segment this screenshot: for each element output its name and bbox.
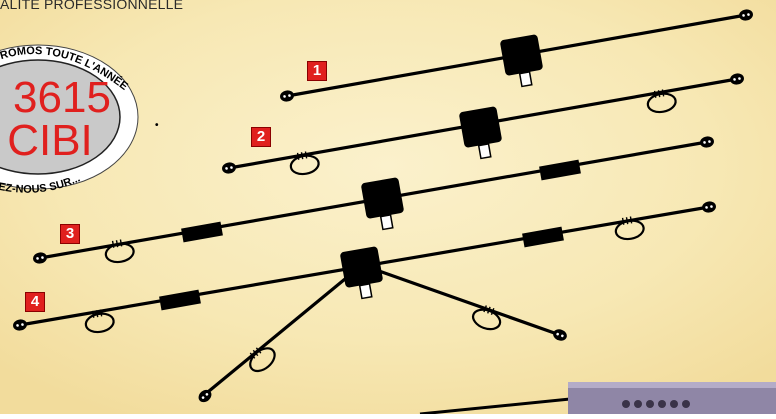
diagram-label-1: 1 — [307, 61, 327, 81]
trap-icon — [181, 221, 223, 243]
diagram-label-2: 2 — [251, 127, 271, 147]
device-corner-image — [419, 382, 776, 419]
diagram-label-4: 4 — [25, 292, 45, 312]
dipole-diagram-3 — [32, 135, 715, 266]
promo-badge: PROMOS TOUTE L'ANNÉE SULTEZ-NOUS SUR... … — [0, 44, 159, 196]
dipole-diagram-1 — [279, 8, 754, 103]
svg-text:•: • — [155, 120, 159, 131]
promo-code: CIBI — [7, 116, 93, 165]
diagram-label-3: 3 — [60, 224, 80, 244]
dipole-diagram-2 — [221, 72, 745, 178]
trap-icon — [159, 289, 201, 311]
multiband-diagram-4 — [12, 200, 717, 405]
trap-icon — [539, 159, 581, 181]
page-header: ALITÉ PROFESSIONNELLE — [0, 0, 184, 12]
promo-number: 3615 — [13, 73, 111, 122]
